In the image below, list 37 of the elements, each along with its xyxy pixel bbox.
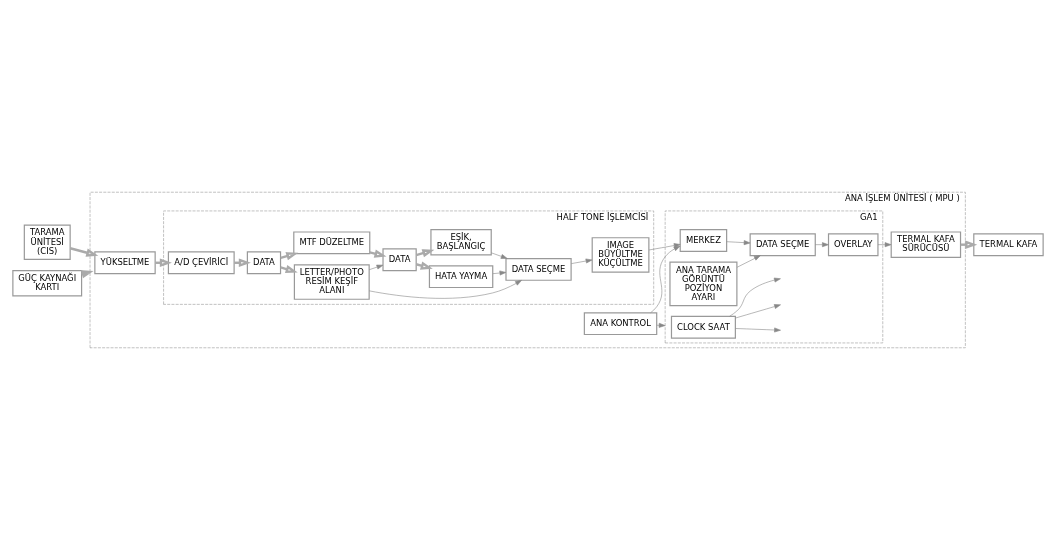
node-box: DATA	[382, 248, 417, 272]
node-box: TERMAL KAFA	[973, 233, 1044, 257]
arrow	[650, 245, 681, 314]
arrow	[877, 242, 892, 248]
arrow	[415, 249, 435, 258]
arrow	[736, 255, 761, 268]
node-box: DATA SEÇME	[749, 233, 816, 257]
node-box: TERMAL KAFA SÜRÜCÜSÜ	[890, 231, 962, 258]
arrow	[815, 242, 829, 248]
node-box: EŞİK, BAŞLANGIÇ	[430, 229, 492, 256]
arrow	[735, 327, 781, 333]
node-box: MTF DÜZELTME	[293, 231, 371, 255]
node-box: IMAGE BÜYÜLTME KÜÇÜLTME	[591, 237, 650, 273]
arrow	[648, 243, 681, 251]
node-box: A/D ÇEVİRİCİ	[167, 251, 235, 275]
arrow	[729, 277, 781, 317]
arrow	[726, 240, 751, 246]
arrow	[69, 247, 99, 257]
arrow	[368, 280, 522, 299]
node-box: OVERLAY	[827, 233, 879, 257]
node-box: TARAMA ÜNİTESİ (CIS)	[23, 224, 71, 261]
node-box: DATA	[246, 251, 282, 275]
node-box: HATA YAYMA	[428, 265, 494, 289]
node-box: YÜKSELTME	[94, 251, 156, 275]
arrow	[735, 304, 781, 319]
node-box: CLOCK SAAT	[670, 315, 736, 339]
arrow	[368, 264, 384, 271]
node-box: MERKEZ	[679, 229, 728, 252]
node-box: DATA SEÇME	[505, 257, 572, 281]
arrow	[369, 249, 387, 258]
arrow	[492, 270, 507, 276]
arrow	[656, 322, 666, 328]
node-box: ANA TARAMA GÖRÜNTÜ POZİYON AYARI	[669, 261, 738, 307]
arrow	[491, 252, 508, 259]
node-box: LETTER/PHOTO RESİM KEŞİF ALANI	[293, 264, 370, 300]
arrow	[571, 258, 593, 264]
node-box: GÜÇ KAYNAĞI KARTI	[12, 270, 83, 297]
